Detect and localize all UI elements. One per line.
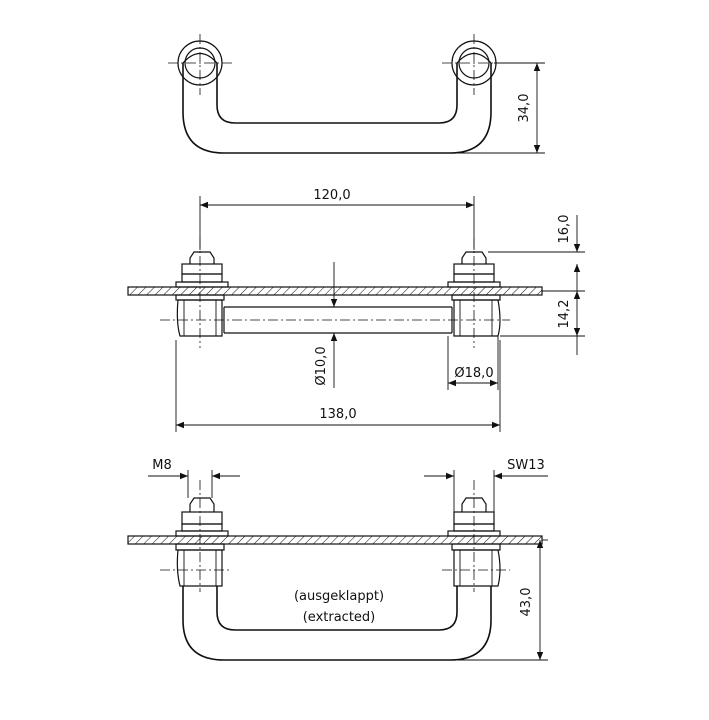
dim-thread: M8 (152, 458, 172, 473)
note-ausgeklappt: (ausgeklappt) (294, 589, 384, 604)
dim-extracted-height: 43,0 (519, 588, 534, 617)
dim-base-height: 14,2 (557, 300, 572, 329)
dim-rod-diameter: Ø10,0 (314, 346, 329, 385)
extracted-view: M8 SW13 43,0 (ausgeklappt) (extracted) (127, 458, 548, 661)
left-bolt-extracted (175, 497, 229, 587)
front-view: 120,0 16,0 14,2 Ø10,0 Ø18,0 138,0 (127, 188, 585, 432)
mounting-plate (127, 286, 543, 296)
left-bolt (175, 251, 229, 337)
mounting-plate-extracted (127, 535, 543, 545)
dim-overall-width: 138,0 (319, 407, 356, 422)
note-extracted: (extracted) (303, 610, 376, 625)
dim-base-diameter: Ø18,0 (454, 366, 493, 381)
dim-bolt-height: 16,0 (557, 215, 572, 244)
top-view: 34,0 (168, 34, 545, 154)
dim-center-distance: 120,0 (313, 188, 350, 203)
dim-wrench-size: SW13 (507, 458, 545, 473)
dim-top-height: 34,0 (517, 94, 532, 123)
